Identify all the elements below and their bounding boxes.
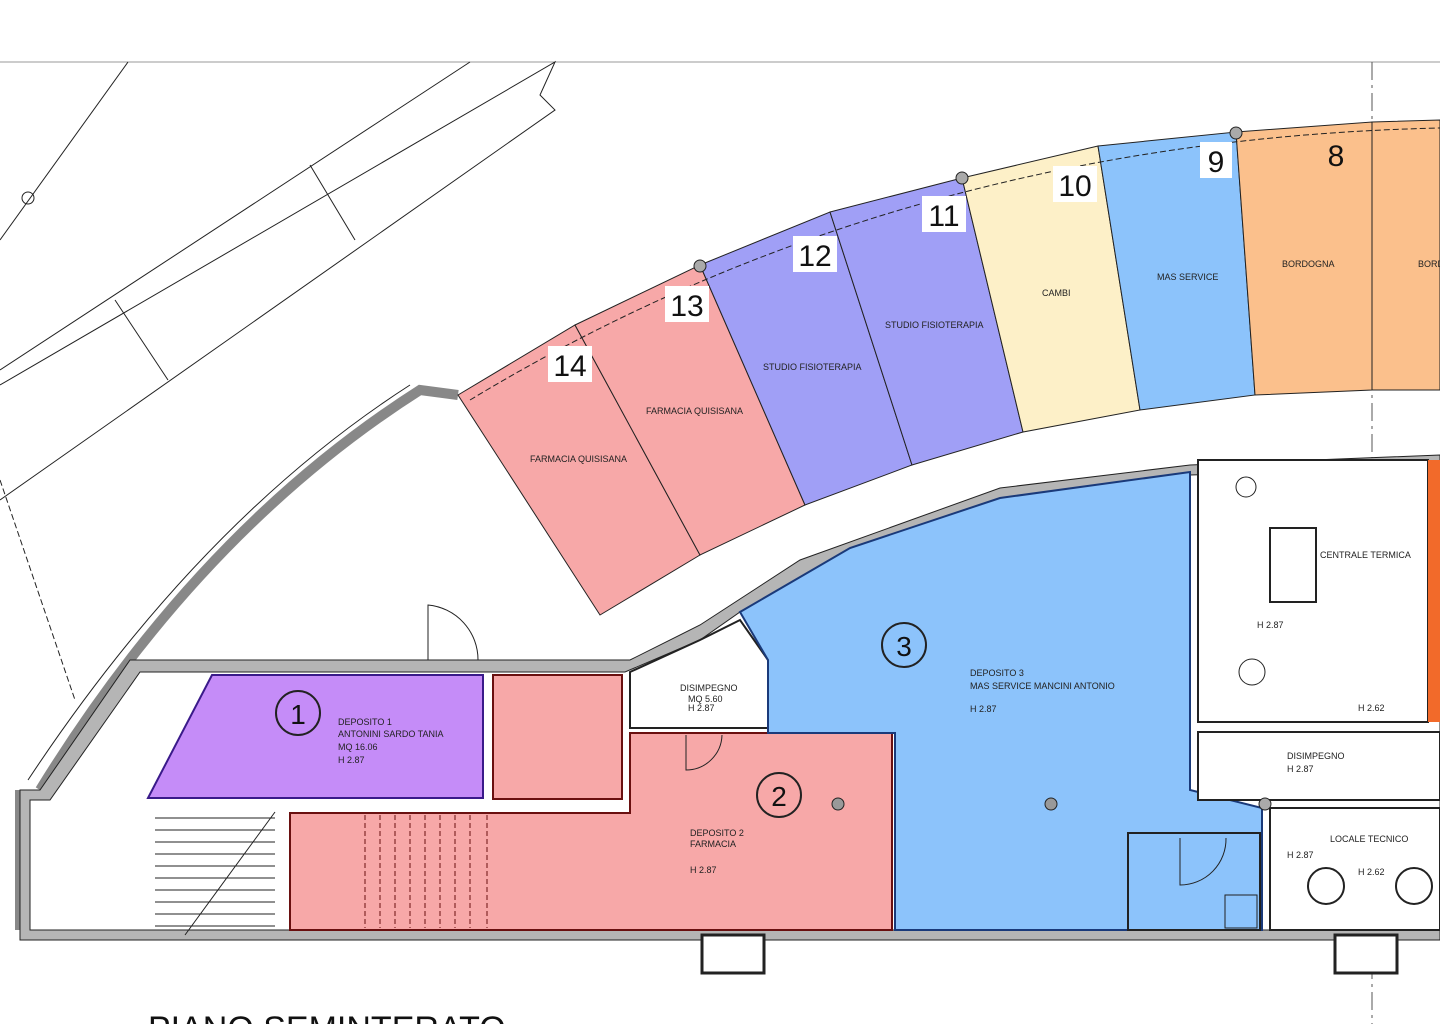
unit-tenant: CAMBI <box>1042 288 1071 298</box>
room-labels: DEPOSITO 1 ANTONINI SARDO TANIA MQ 16.06… <box>338 550 1411 877</box>
wall-line <box>27 384 411 781</box>
room-label: H 2.87 <box>338 755 365 765</box>
room-label: H 2.87 <box>1287 764 1314 774</box>
drawing-title: PIANO SEMINTERATO <box>148 1010 506 1024</box>
stairs <box>155 811 276 936</box>
unit-tenant: FARMACIA QUISISANA <box>646 406 743 416</box>
room-label: MQ 16.06 <box>338 742 378 752</box>
unit-number: 8 <box>1328 140 1345 173</box>
unit-tenant: BORDOGNA <box>1282 259 1335 269</box>
room-label: H 2.87 <box>970 704 997 714</box>
unit-tenant: FARMACIA QUISISANA <box>530 454 627 464</box>
unit-number: 9 <box>1208 146 1225 179</box>
room-3[interactable] <box>738 470 1263 931</box>
room-number-markers: 1 2 3 <box>275 622 927 818</box>
room-label: H 2.87 <box>1257 620 1284 630</box>
unit-number: 13 <box>670 290 703 323</box>
units-arc <box>457 119 1440 616</box>
room-label: H 2.87 <box>1287 850 1314 860</box>
room-label: MQ 5.60 <box>688 694 723 704</box>
room-1[interactable] <box>146 674 484 799</box>
unit-labels: FARMACIA QUISISANA FARMACIA QUISISANA ST… <box>530 259 1440 464</box>
unit-tenant: STUDIO FISIOTERAPIA <box>763 362 862 372</box>
room-number: 2 <box>771 781 787 812</box>
room-number: 1 <box>290 699 306 730</box>
room-label: ANTONINI SARDO TANIA <box>338 729 444 739</box>
room-label: H 2.87 <box>690 865 717 875</box>
technical-rooms <box>1197 459 1440 931</box>
room-number: 3 <box>896 631 912 662</box>
unit-numbers: 14 13 12 11 10 9 8 <box>548 140 1344 383</box>
room-label: MAS SERVICE MANCINI ANTONIO <box>970 681 1115 691</box>
room-label: H 2.62 <box>1358 867 1385 877</box>
room-label: FARMACIA <box>690 839 736 849</box>
doors <box>427 604 1227 886</box>
site-lines <box>0 60 557 701</box>
unit-number: 11 <box>928 200 959 233</box>
unit-number: 14 <box>553 350 586 383</box>
room-label: DEPOSITO 1 <box>338 717 392 727</box>
room-label: CENTRALE TERMICA <box>1320 550 1411 560</box>
unit-number: 12 <box>798 240 831 273</box>
unit-7[interactable] <box>1371 119 1440 391</box>
unit-number: 10 <box>1058 170 1091 203</box>
unit-tenant: BORDOGNA <box>1418 259 1440 269</box>
room-label: LOCALE TECNICO <box>1330 834 1408 844</box>
room-label: DEPOSITO 2 <box>690 828 744 838</box>
unit-tenant: MAS SERVICE <box>1157 272 1218 282</box>
unit-tenant: STUDIO FISIOTERAPIA <box>885 320 984 330</box>
room-label: H 2.87 <box>688 703 715 713</box>
room-label: H 2.62 <box>1358 703 1385 713</box>
room-label: DEPOSITO 3 <box>970 668 1024 678</box>
room-label: DISIMPEGNO <box>680 683 738 693</box>
room-label: DISIMPEGNO <box>1287 751 1345 761</box>
